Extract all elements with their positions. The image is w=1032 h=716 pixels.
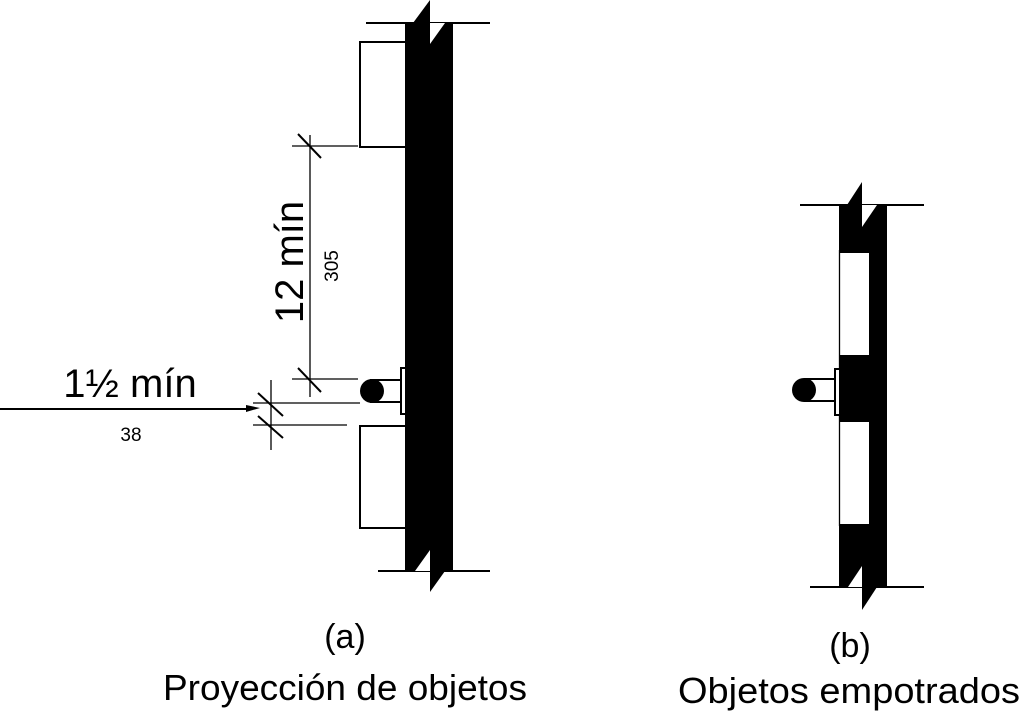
dimension-vertical: 12 mín 305 [268,133,358,397]
recessed-object-lower [839,422,869,524]
figure-b-caption: Objetos empotrados [678,670,1020,711]
dim-12-min: 12 mín [268,201,312,323]
projecting-object-upper [359,41,405,148]
dim-305: 305 [322,250,343,282]
recessed-object-upper [839,253,869,355]
figure-b-label: (b) [829,627,871,665]
wall-section [405,0,453,592]
figure-a-projecting-objects: 12 mín 305 1½ mín 38 (a) Proyección de o… [0,0,527,708]
grab-bar [360,367,407,415]
figure-a-caption: Proyección de objetos [163,667,527,708]
figure-b-recessed-objects: (b) Objetos empotrados [678,182,1020,711]
wall-section [839,182,887,610]
grab-bar [792,368,841,416]
arrowhead [246,405,260,412]
dim-38: 38 [120,425,141,446]
dim-1-1-2-min: 1½ mín [63,362,196,406]
projecting-object-lower [359,425,405,529]
dimension-horizontal: 1½ mín 38 [0,362,360,450]
figure-a-label: (a) [324,618,366,656]
